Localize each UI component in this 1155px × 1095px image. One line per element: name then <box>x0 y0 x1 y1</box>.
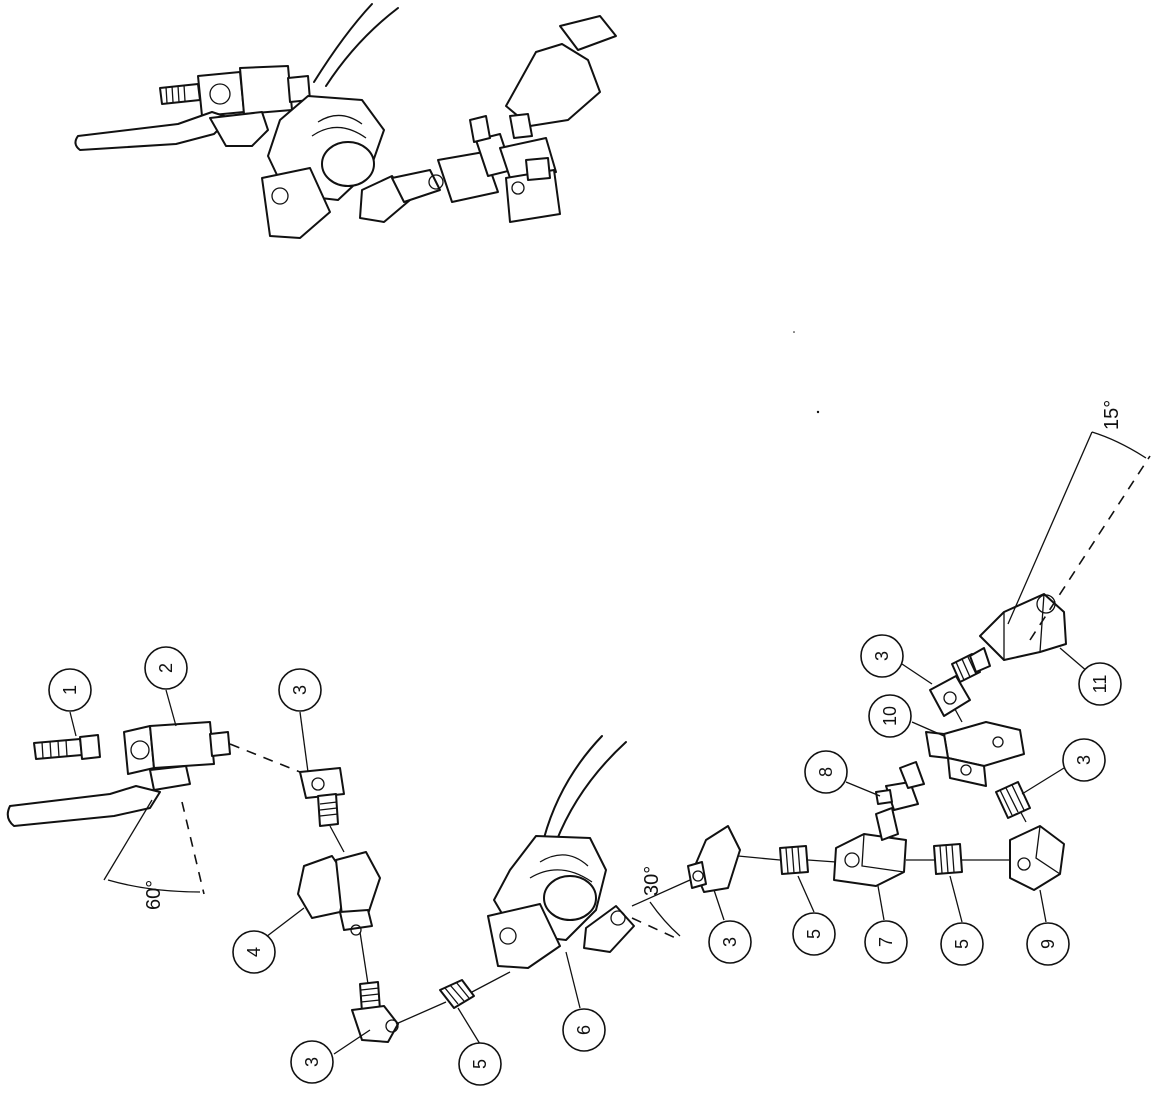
connection-line-b <box>359 931 369 985</box>
assembled-valve-handle <box>74 111 269 151</box>
connection-line-c <box>395 1001 447 1025</box>
part-ball-valve <box>6 721 231 827</box>
svg-text:6: 6 <box>574 1025 594 1035</box>
svg-text:3: 3 <box>720 937 740 947</box>
svg-text:11: 11 <box>1090 675 1110 694</box>
callout-3-c: 3 <box>708 920 752 964</box>
assembled-solenoid <box>261 95 411 239</box>
part-hose-barb <box>33 734 101 760</box>
angle-label-30: 30° <box>641 866 663 896</box>
part-elbow-fitting-a <box>299 767 345 827</box>
assembled-fittings <box>391 115 561 223</box>
nozzle-angle-marker: 15° <box>1007 400 1151 641</box>
assembled-hose-barb <box>159 83 201 105</box>
part-solenoid-valve <box>487 735 635 969</box>
callout-5-a: 5 <box>458 1042 502 1086</box>
svg-text:9: 9 <box>1038 939 1058 949</box>
callout-5-b: 5 <box>792 912 836 956</box>
solenoid-wire-1 <box>543 735 603 839</box>
part-elbow-fitting-c <box>687 825 741 893</box>
part-petcock <box>875 761 925 811</box>
svg-text:5: 5 <box>952 939 972 949</box>
callout-3-b: 3 <box>290 1040 334 1084</box>
connection-line-e <box>737 855 781 861</box>
part-nipple-b <box>779 845 809 875</box>
assembled-view <box>74 3 617 239</box>
callout-3-a: 3 <box>278 668 322 712</box>
svg-text:3: 3 <box>872 651 892 661</box>
callout-8: 8 <box>804 750 848 794</box>
callout-1: 1 <box>48 668 92 712</box>
assembled-valve-body <box>197 65 311 117</box>
svg-text:3: 3 <box>290 685 310 695</box>
callout-10: 10 <box>868 694 912 738</box>
callout-7: 7 <box>864 920 908 964</box>
assembled-nozzle <box>505 15 617 139</box>
scan-dot <box>816 410 820 414</box>
alignment-line-1 <box>229 743 301 773</box>
assembled-wire-1 <box>313 3 373 83</box>
connection-line-a <box>329 825 345 853</box>
part-union <box>297 851 381 936</box>
connection-line-f <box>807 859 837 863</box>
part-bracket <box>925 721 1025 787</box>
angle-label-60: 60° <box>143 880 165 910</box>
callout-9: 9 <box>1026 922 1070 966</box>
svg-text:7: 7 <box>876 937 896 947</box>
valve-angle-marker: 60° <box>103 799 205 910</box>
callout-leaders <box>69 647 1089 1055</box>
callout-2: 2 <box>144 646 188 690</box>
callout-4: 4 <box>232 930 276 974</box>
svg-text:10: 10 <box>880 706 900 726</box>
svg-text:3: 3 <box>302 1057 322 1067</box>
svg-text:5: 5 <box>470 1059 490 1069</box>
callout-6: 6 <box>562 1008 606 1052</box>
svg-text:4: 4 <box>244 947 264 957</box>
solenoid-angle-marker: 30° <box>631 866 691 941</box>
callout-3-e: 3 <box>860 634 904 678</box>
part-elbow-fitting-9 <box>1009 825 1065 891</box>
svg-text:2: 2 <box>156 663 176 673</box>
callout-11: 11 <box>1078 662 1122 706</box>
assembled-wire-2 <box>325 7 399 87</box>
svg-text:5: 5 <box>804 929 824 939</box>
svg-text:8: 8 <box>816 767 836 777</box>
scan-dot <box>793 331 795 333</box>
svg-text:1: 1 <box>60 685 80 695</box>
solenoid-wire-2 <box>555 741 627 843</box>
part-elbow-fitting-b <box>351 981 399 1043</box>
connection-line-d <box>471 971 511 993</box>
callout-5-c: 5 <box>940 922 984 966</box>
part-nipple-c <box>933 843 963 875</box>
part-tee <box>833 807 907 887</box>
angle-label-15: 15° <box>1101 400 1123 430</box>
callout-3-d: 3 <box>1062 738 1106 782</box>
part-nipple-a <box>439 979 475 1009</box>
svg-text:3: 3 <box>1074 755 1094 765</box>
part-elbow-fitting-d <box>995 781 1031 819</box>
